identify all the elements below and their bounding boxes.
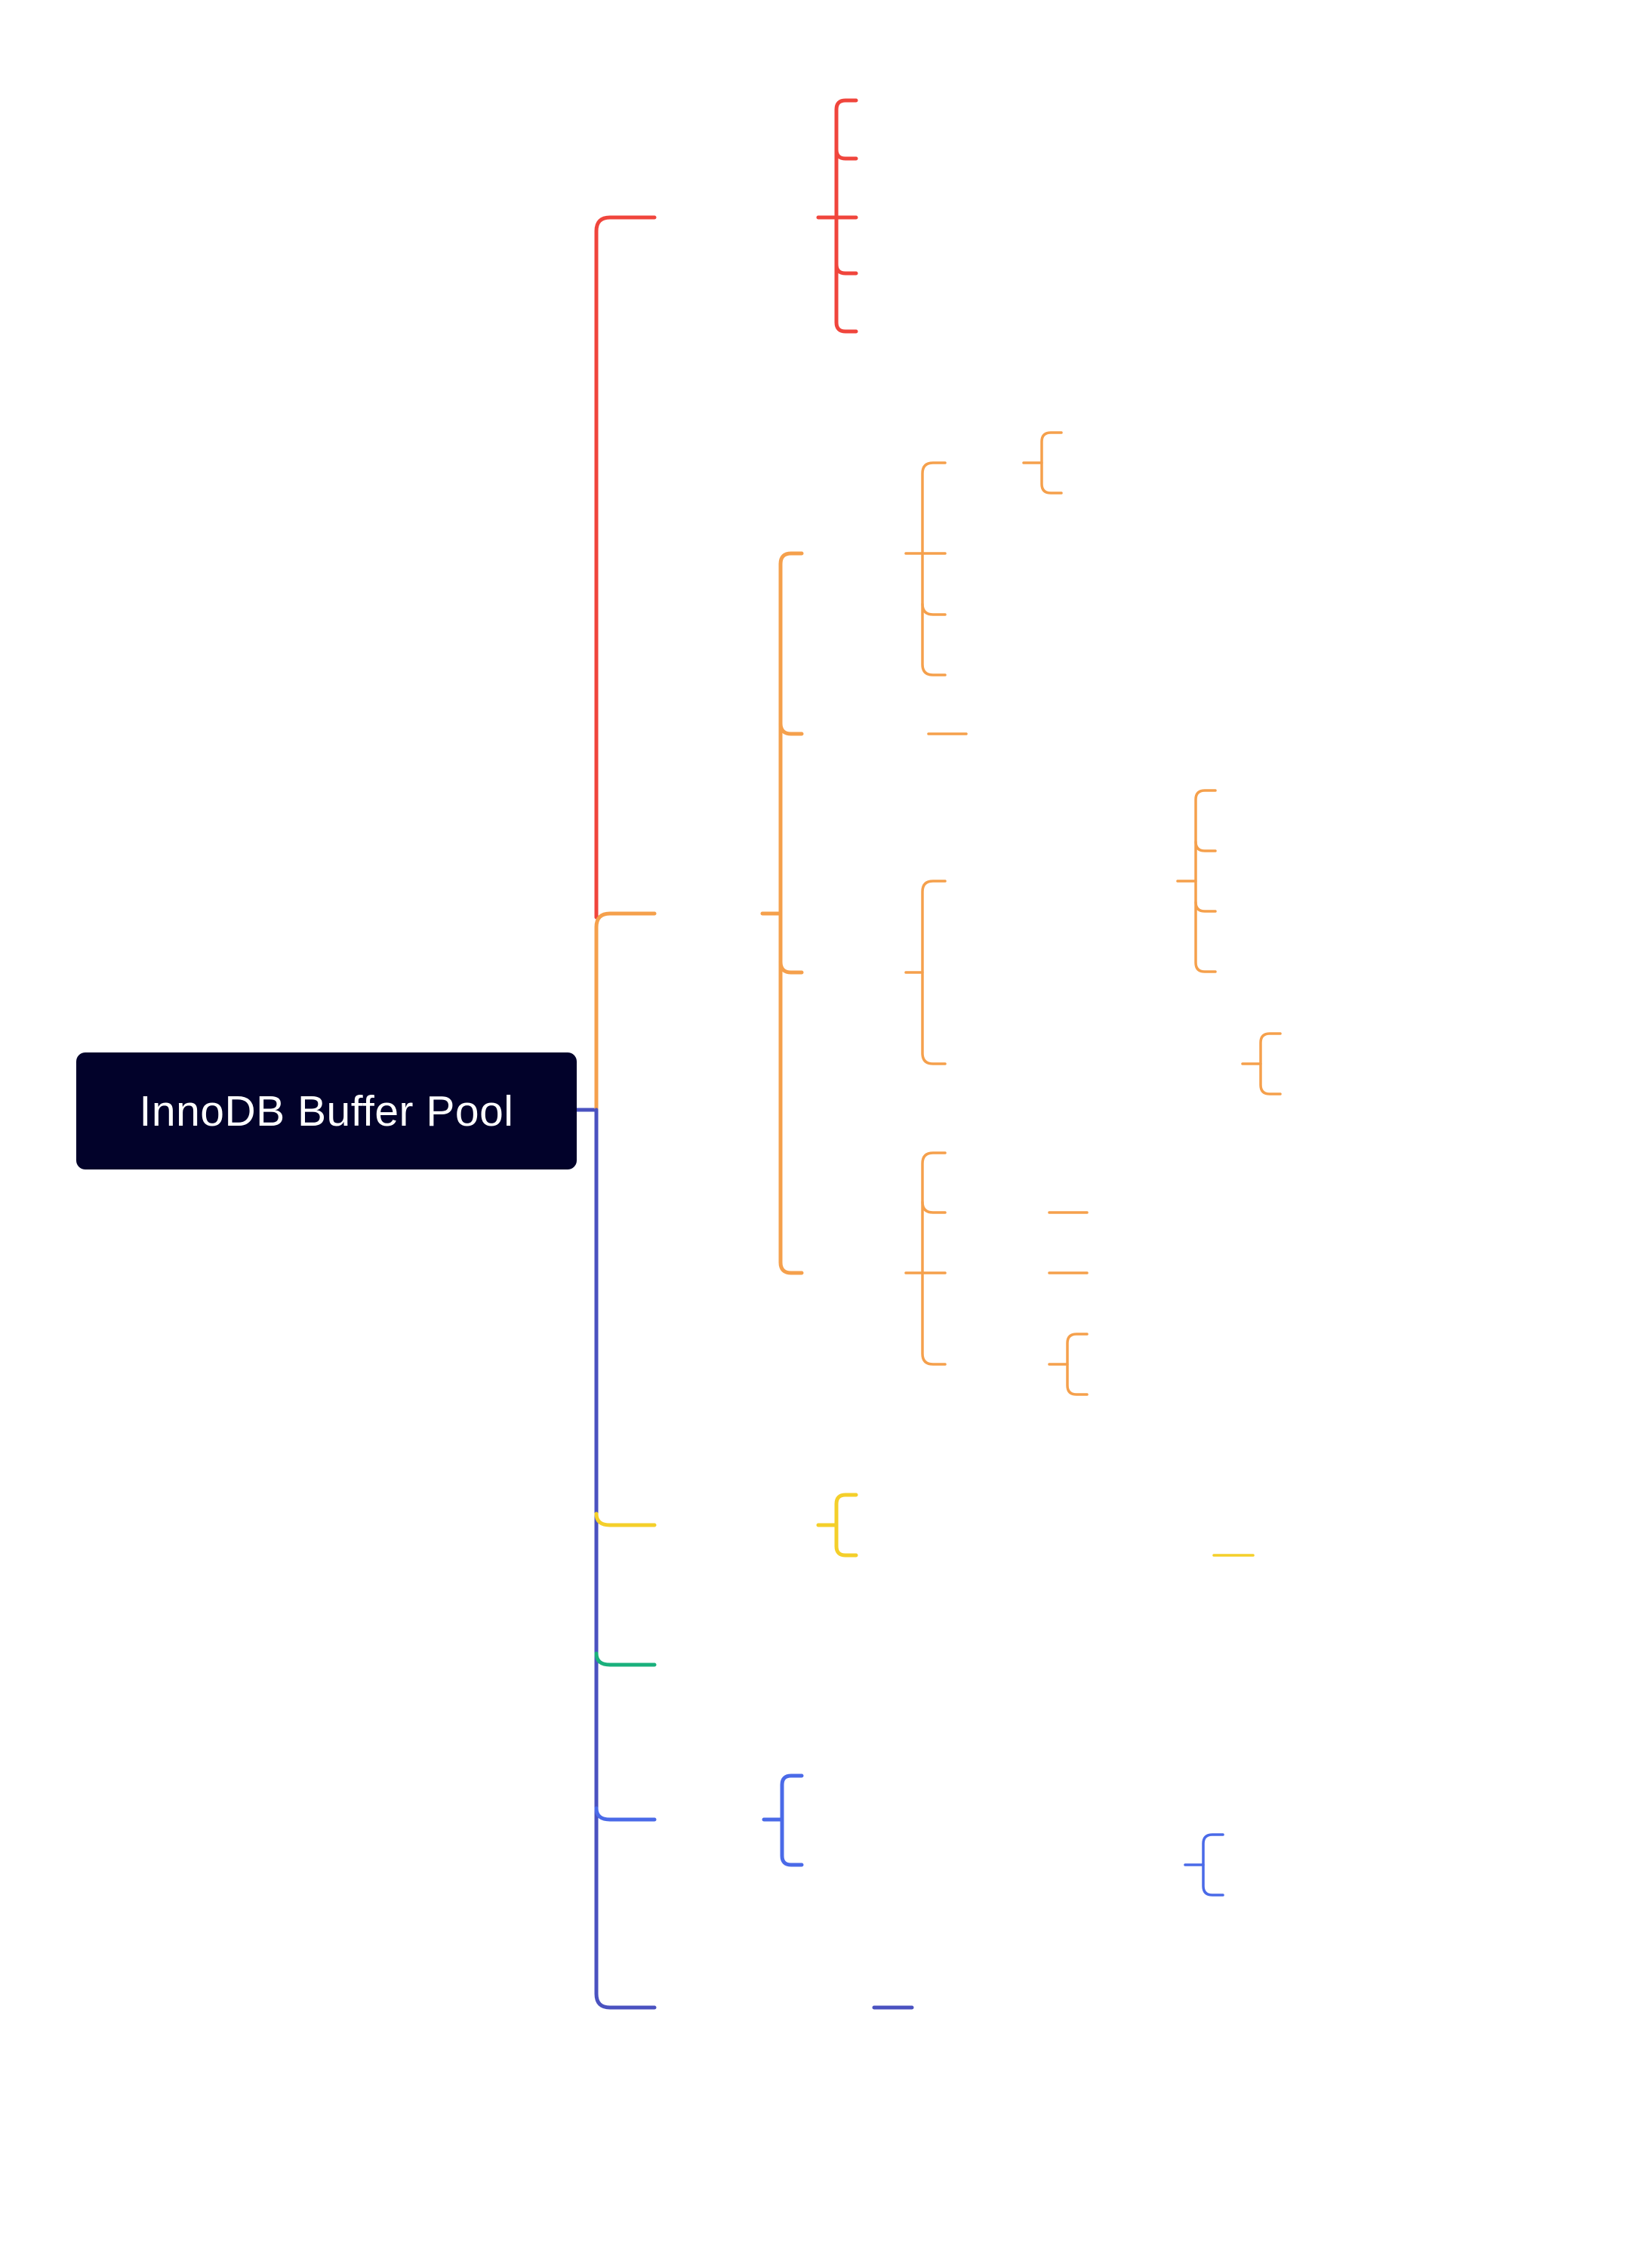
root-topic-label: InnoDB Buffer Pool	[139, 1086, 514, 1136]
branch-2-bracket	[778, 551, 804, 1275]
branch-1-child-4	[834, 262, 858, 276]
branch-5-children	[762, 1773, 1224, 1897]
branch-1-children	[816, 98, 858, 334]
branch-1-child-2	[834, 147, 858, 161]
branch-3-connector	[594, 1511, 657, 1527]
root-topic[interactable]: InnoDB Buffer Pool	[76, 1052, 577, 1169]
branch-3-children	[816, 1493, 1255, 1558]
branch-4-connector	[594, 1651, 657, 1667]
branch-2-sub-4	[904, 1151, 1089, 1396]
branch-2-sub-1	[904, 431, 1063, 676]
branch-2-children	[760, 551, 804, 1275]
trunk-connectors	[574, 215, 657, 2010]
branch-1-connector	[594, 215, 657, 920]
branch-2-sub-3	[904, 789, 1282, 1095]
branch-5-connector	[594, 1806, 657, 1822]
branch-2-child-2	[778, 721, 804, 736]
branch-6-connector	[594, 1108, 657, 2010]
branch-2-connector	[594, 911, 657, 1112]
branch-2-child-3	[778, 960, 804, 975]
